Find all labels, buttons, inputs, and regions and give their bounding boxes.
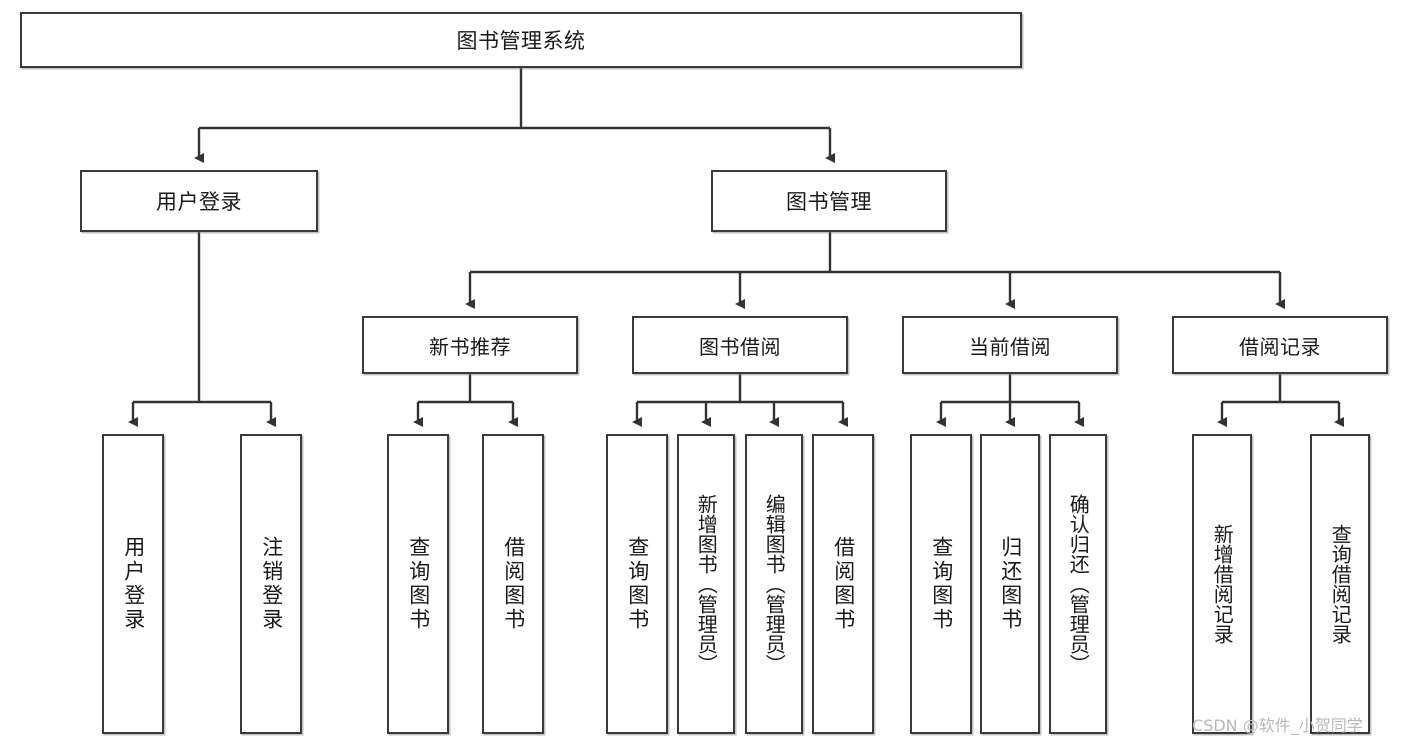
leaf-query-book-current[interactable]: 查询图书 (910, 434, 972, 734)
node-label: 新增图书（管理员） (694, 494, 719, 674)
node-label: 编辑图书（管理员） (762, 494, 787, 674)
leaf-query-borrow-record[interactable]: 查询借阅记录 (1310, 434, 1370, 734)
node-label: 当前借阅 (969, 334, 1051, 359)
node-label: 图书借阅 (699, 334, 781, 359)
node-label: 用户登录 (121, 536, 146, 632)
node-label: 查询借阅记录 (1328, 524, 1353, 644)
node-new-book-recommend[interactable]: 新书推荐 (362, 316, 578, 374)
leaf-edit-book-admin[interactable]: 编辑图书（管理员） (745, 434, 803, 734)
leaf-query-book-borrow[interactable]: 查询图书 (606, 434, 668, 734)
leaf-confirm-return-admin[interactable]: 确认归还（管理员） (1049, 434, 1107, 734)
node-book-borrow[interactable]: 图书借阅 (632, 316, 848, 374)
leaf-return-book[interactable]: 归还图书 (980, 434, 1040, 734)
node-label: 查询图书 (406, 536, 431, 632)
node-user-login[interactable]: 用户登录 (80, 170, 318, 232)
node-label: 归还图书 (998, 536, 1023, 632)
node-borrow-record[interactable]: 借阅记录 (1172, 316, 1388, 374)
node-root-system[interactable]: 图书管理系统 (20, 12, 1022, 68)
node-label: 用户登录 (156, 190, 242, 214)
node-label: 借阅图书 (501, 536, 526, 632)
node-label: 借阅记录 (1239, 334, 1321, 359)
node-label: 查询图书 (929, 536, 954, 632)
leaf-query-book-newbook[interactable]: 查询图书 (387, 434, 449, 734)
node-label: 查询图书 (625, 536, 650, 632)
node-label: 新增借阅记录 (1210, 524, 1235, 644)
node-label: 图书管理系统 (456, 29, 586, 53)
leaf-borrow-book[interactable]: 借阅图书 (812, 434, 874, 734)
node-current-borrow[interactable]: 当前借阅 (902, 316, 1118, 374)
node-book-management[interactable]: 图书管理 (711, 170, 947, 232)
leaf-logout[interactable]: 注销登录 (240, 434, 302, 734)
node-label: 注销登录 (259, 536, 284, 632)
node-label: 确认归还（管理员） (1066, 494, 1091, 674)
leaf-add-borrow-record[interactable]: 新增借阅记录 (1192, 434, 1252, 734)
leaf-add-book-admin[interactable]: 新增图书（管理员） (677, 434, 735, 734)
node-label: 新书推荐 (429, 334, 511, 359)
leaf-borrow-book-newbook[interactable]: 借阅图书 (482, 434, 544, 734)
leaf-user-login[interactable]: 用户登录 (102, 434, 164, 734)
node-label: 借阅图书 (831, 536, 856, 632)
node-label: 图书管理 (786, 190, 872, 214)
